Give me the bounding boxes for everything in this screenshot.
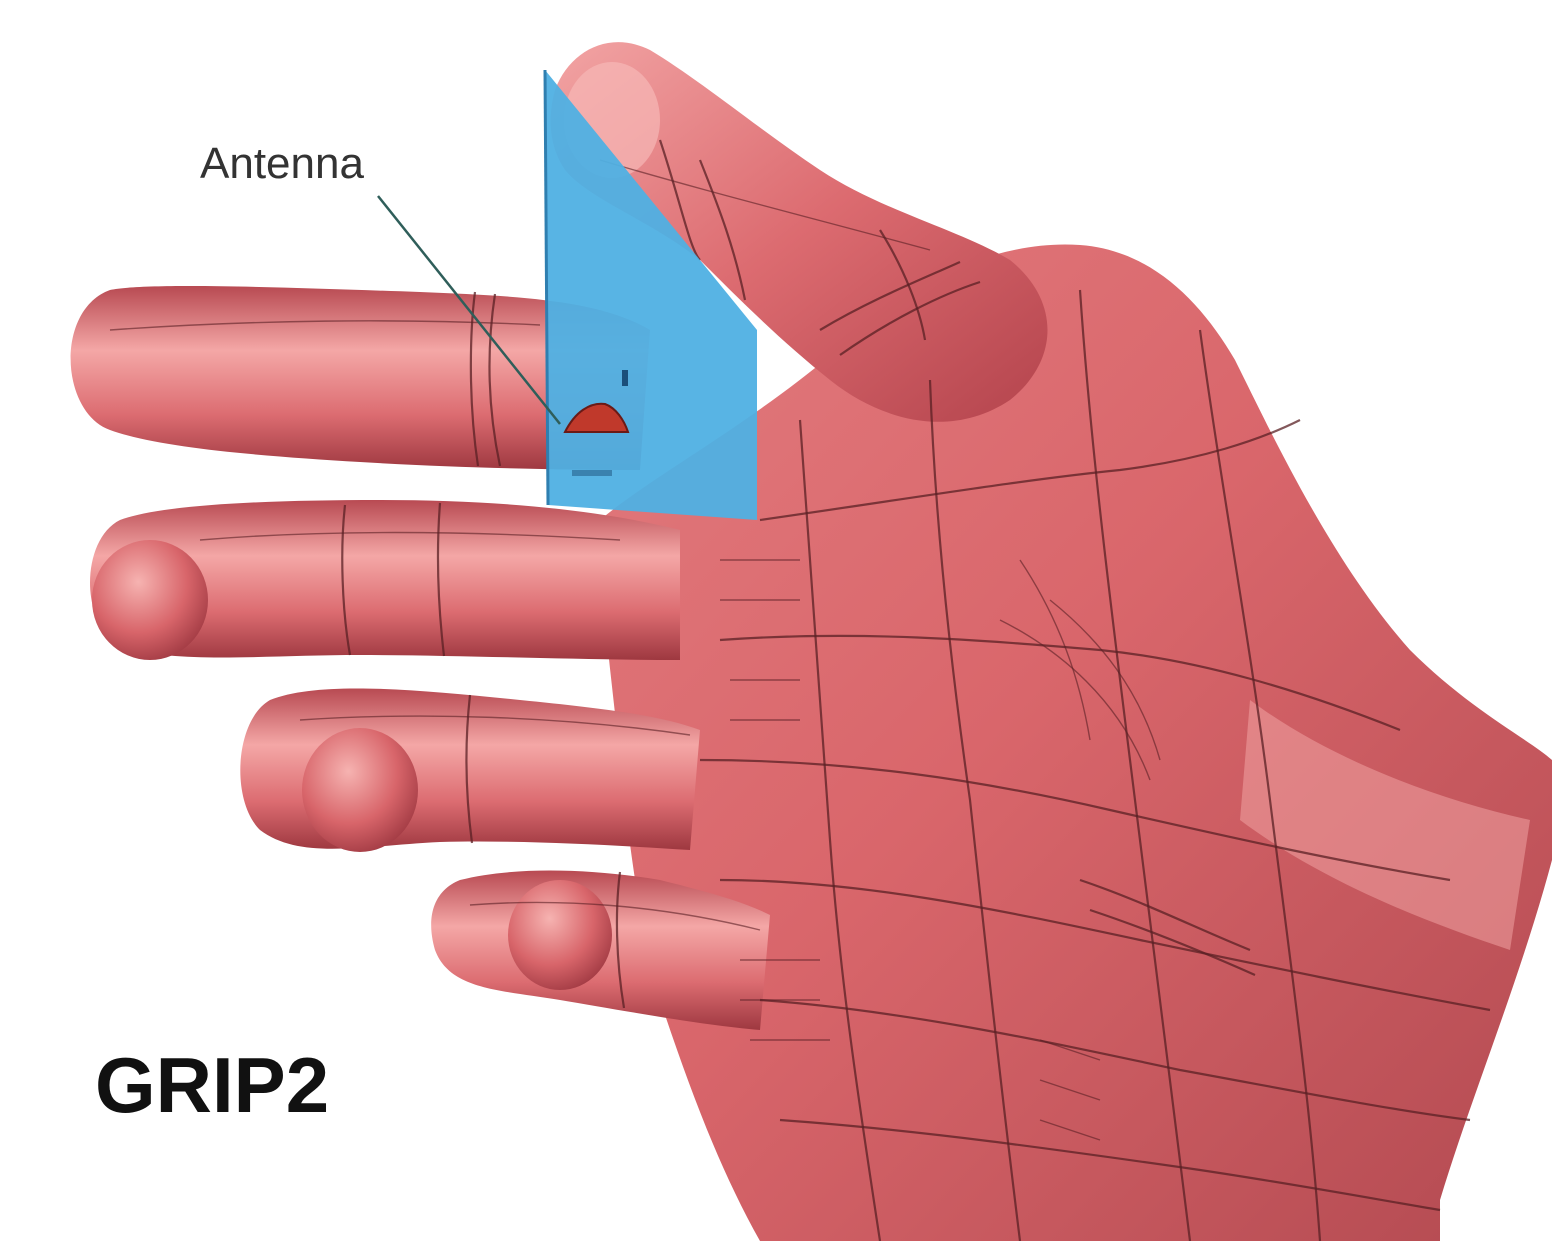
- antenna-label: Antenna: [200, 139, 364, 188]
- ring-fingertip: [302, 728, 418, 852]
- middle-fingertip: [92, 540, 208, 660]
- grip-label: GRIP2: [95, 1041, 329, 1129]
- antenna-bottom-mark: [572, 470, 612, 476]
- little-fingertip: [508, 880, 612, 990]
- antenna-feed-mark: [622, 370, 628, 386]
